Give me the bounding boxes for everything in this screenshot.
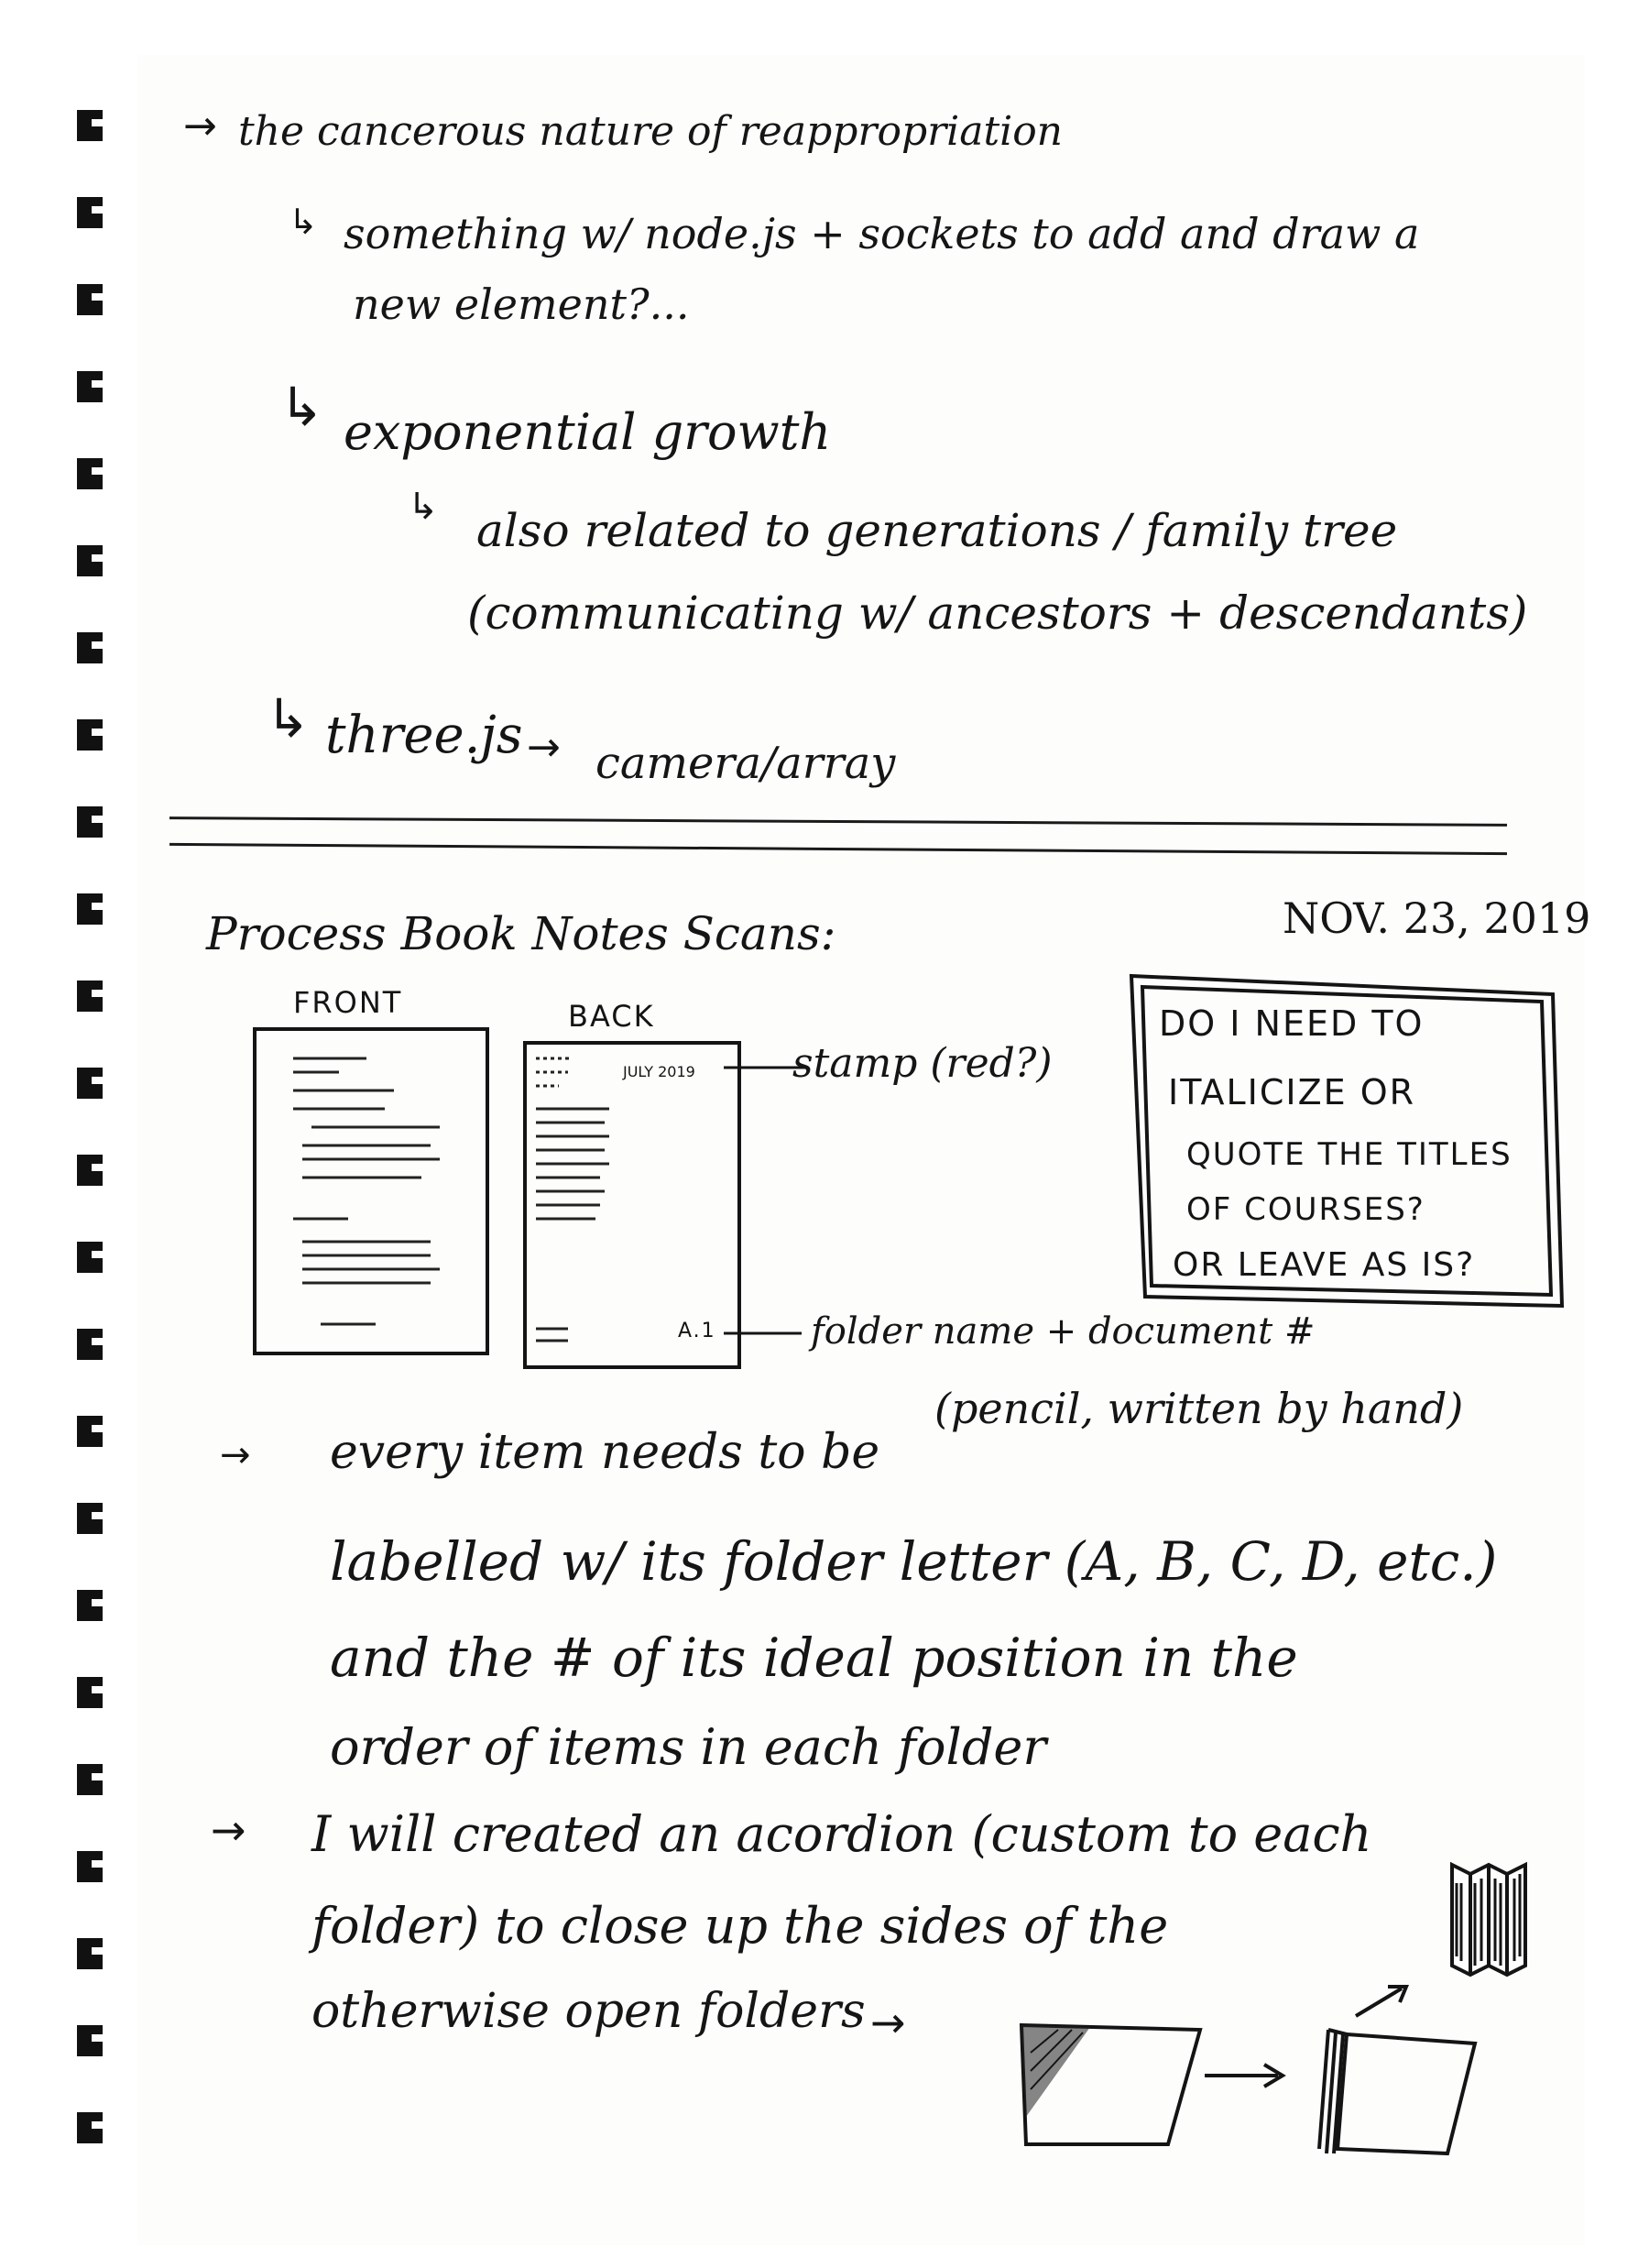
binding-ring [77, 893, 103, 925]
arrow-bullet: → [220, 1434, 251, 1476]
note-line: (communicating w/ ancestors + descendant… [467, 586, 1528, 640]
question-line: QUOTE THE TITLES [1186, 1136, 1512, 1173]
note-line: I will created an acordion (custom to ea… [311, 1805, 1372, 1863]
binding-ring [77, 1851, 103, 1882]
arrow-bullet: → [211, 1805, 246, 1855]
note-line: and the # of its ideal position in the [330, 1627, 1298, 1689]
binding-ring [77, 1416, 103, 1447]
binding-ring [77, 284, 103, 315]
note-line: three.js [325, 706, 523, 765]
section-heading: Process Book Notes Scans: [206, 907, 836, 960]
arrow-icon [1205, 2063, 1286, 2088]
binding-ring [77, 1503, 103, 1534]
binding-ring [77, 981, 103, 1012]
folder-note: (pencil, written by hand) [934, 1384, 1464, 1433]
back-page-sketch [523, 1041, 741, 1369]
binding-ring [77, 371, 103, 402]
binding-ring [77, 1764, 103, 1795]
note-line: exponential growth [344, 403, 832, 461]
back-stamp-text: JULY 2019 [623, 1063, 695, 1080]
date-label: NOV. 23, 2019 [1283, 893, 1591, 943]
front-page-sketch [253, 1027, 489, 1355]
binding-ring [77, 1155, 103, 1186]
arrow-bullet: → [183, 103, 217, 149]
note-line: new element?... [353, 279, 690, 329]
accordion-fold-icon [1450, 1861, 1527, 1978]
binding-ring [77, 197, 103, 228]
note-line: every item needs to be [330, 1425, 880, 1480]
binding-ring [77, 1938, 103, 1969]
hook-arrow-icon: ↳ [266, 687, 311, 750]
folder-leader-line [724, 1331, 802, 1335]
binding-ring [77, 1242, 103, 1273]
binding-ring [77, 458, 103, 489]
arrow-bullet: → [527, 724, 561, 771]
stamp-leader-line [724, 1066, 806, 1069]
note-line: folder) to close up the sides of the [311, 1897, 1169, 1955]
folder-note: folder name + document # [811, 1310, 1316, 1353]
question-box-frame [1129, 973, 1565, 1309]
front-label: FRONT [293, 985, 403, 1020]
hook-arrow-icon: ↳ [279, 376, 324, 438]
binding-ring [77, 2112, 103, 2143]
binding-ring [77, 110, 103, 141]
question-line: OR LEAVE AS IS? [1173, 1246, 1476, 1284]
question-line: DO I NEED TO [1159, 1003, 1425, 1044]
binding-ring [77, 2025, 103, 2056]
back-label: BACK [568, 999, 655, 1034]
open-folder-sketch [1019, 2022, 1203, 2146]
note-line: order of items in each folder [330, 1718, 1047, 1776]
stamp-note: stamp (red?) [792, 1040, 1053, 1087]
binding-ring [77, 545, 103, 576]
note-line: something w/ node.js + sockets to add an… [344, 209, 1420, 258]
binding-ring [77, 1068, 103, 1099]
notebook-page [137, 55, 1585, 2245]
binding-ring [77, 1590, 103, 1621]
binding-ring [77, 719, 103, 751]
note-line: camera/array [595, 738, 896, 789]
binding-ring [77, 806, 103, 838]
hook-arrow-icon: ↳ [408, 486, 439, 528]
hook-arrow-icon: ↳ [289, 202, 318, 242]
binding-ring [77, 1677, 103, 1708]
note-line: also related to generations / family tre… [476, 504, 1398, 557]
back-code-text: A.1 [678, 1320, 716, 1342]
binding-ring [77, 632, 103, 663]
binding-ring [77, 1329, 103, 1360]
question-line: OF COURSES? [1186, 1191, 1425, 1228]
note-line: the cancerous nature of reappropriation [238, 108, 1064, 155]
note-line: otherwise open folders [311, 1984, 866, 2039]
question-line: ITALICIZE OR [1168, 1072, 1416, 1112]
note-line: labelled w/ its folder letter (A, B, C, … [330, 1530, 1498, 1593]
closed-folder-sketch [1317, 1985, 1478, 2156]
arrow-bullet: → [870, 1998, 906, 2047]
